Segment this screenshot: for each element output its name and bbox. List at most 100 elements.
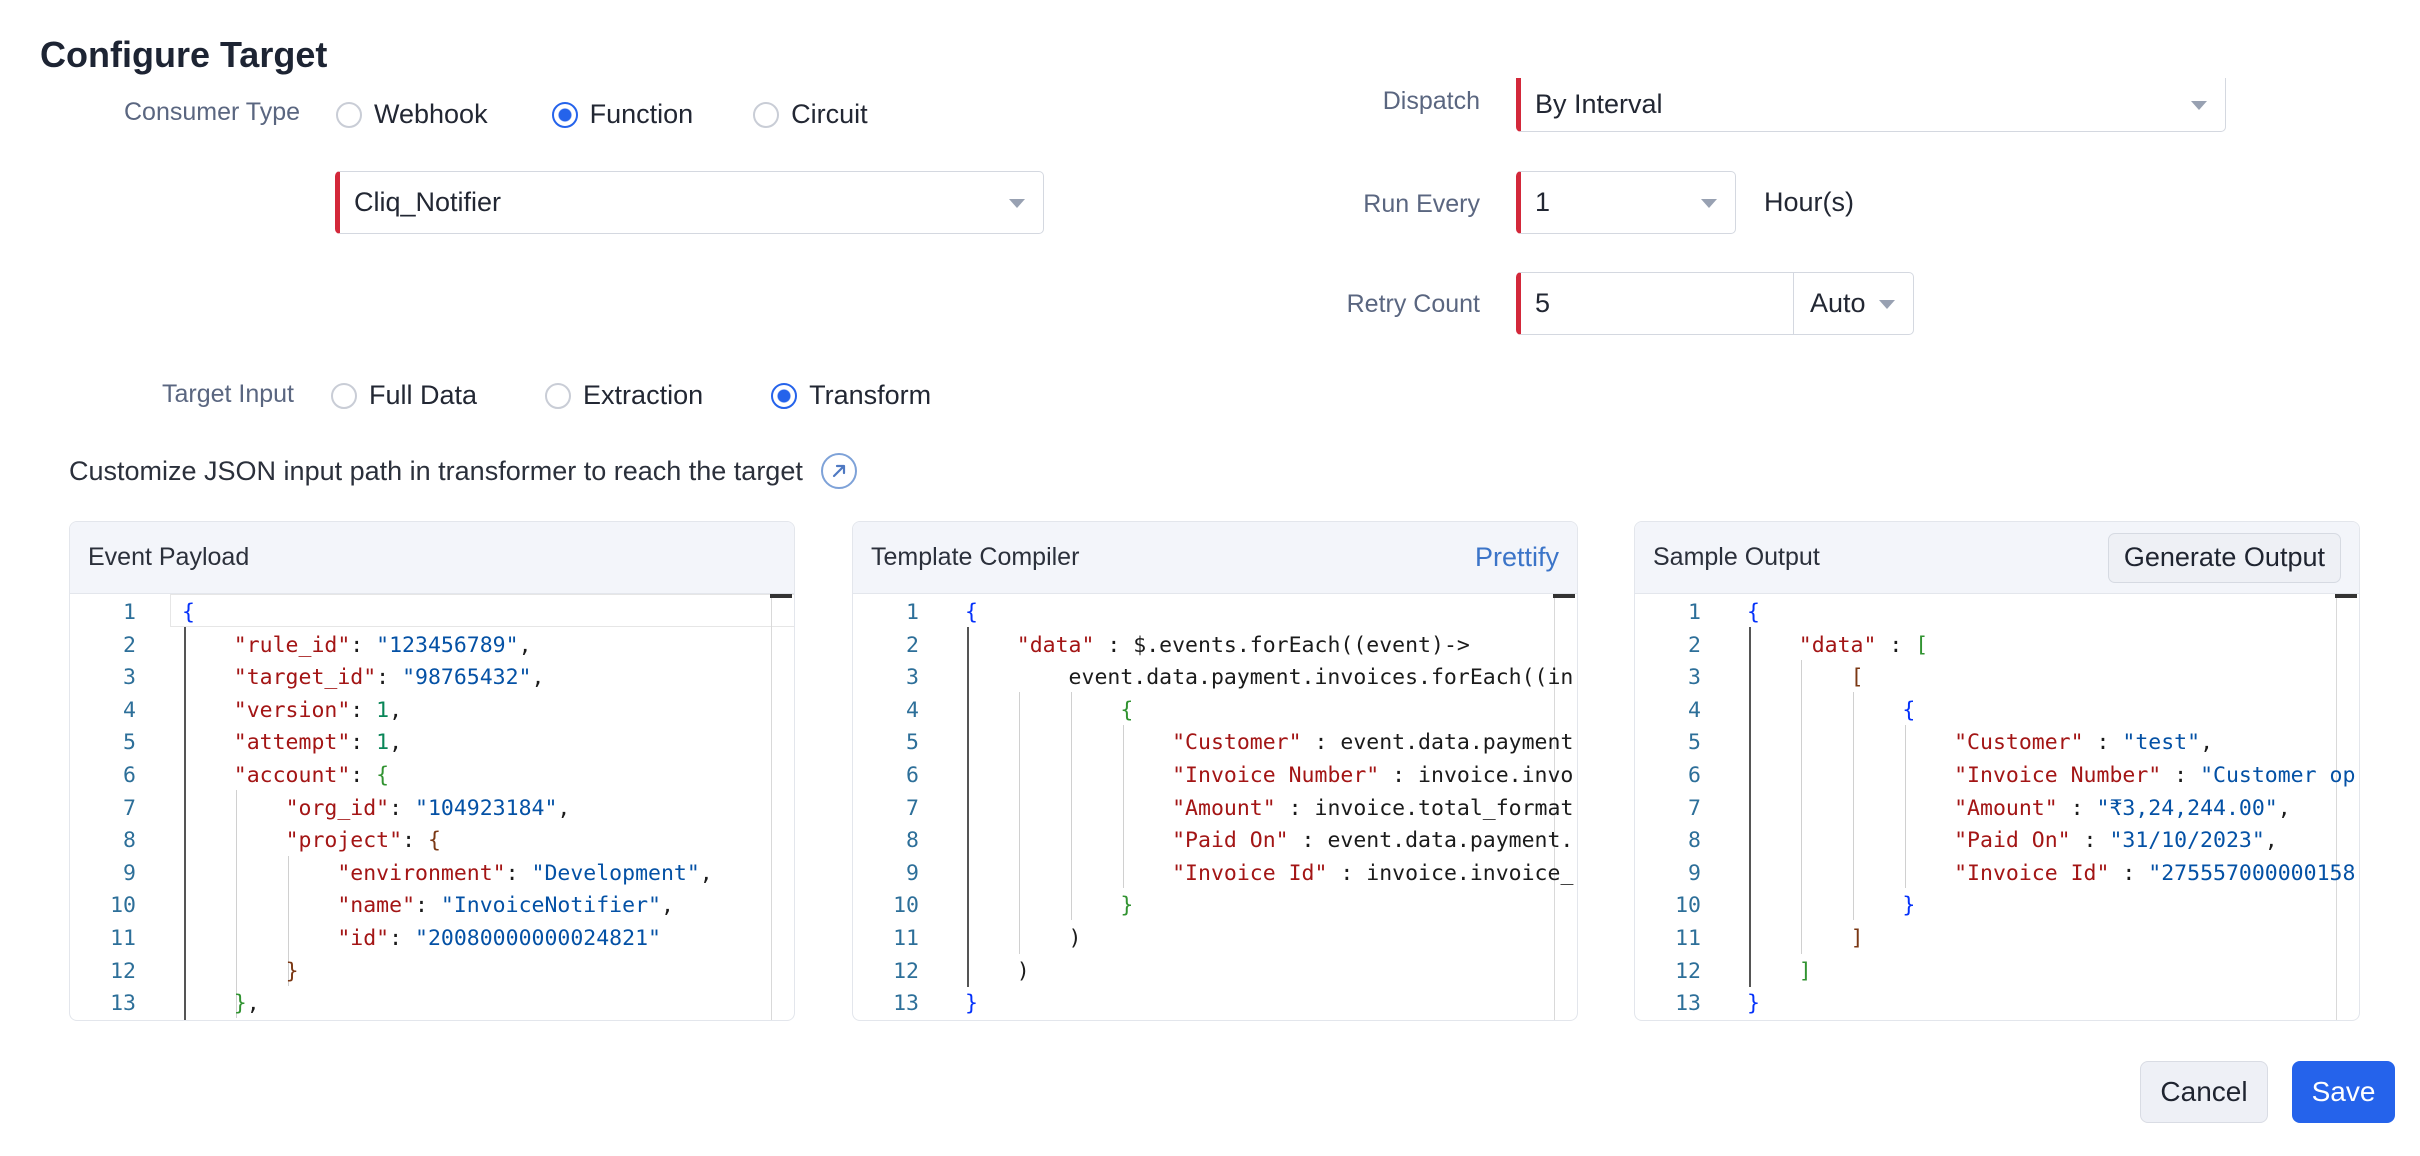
code-text: "Amount" : "₹3,24,244.00", bbox=[1954, 795, 2291, 821]
code-text: { bbox=[182, 600, 195, 625]
code-text: "Invoice Number" : invoice.invo bbox=[1172, 763, 1574, 788]
code-line: 11 ) bbox=[853, 923, 1577, 956]
scrollbar[interactable] bbox=[1554, 594, 1555, 1020]
target-input-transform[interactable]: Transform bbox=[771, 380, 931, 411]
code-line: 5 "Customer" : "test", bbox=[1635, 727, 2359, 760]
line-number: 11 bbox=[1675, 926, 1701, 951]
code-text: "name": "InvoiceNotifier", bbox=[337, 893, 674, 919]
panel-header: Sample Output Generate Output bbox=[1635, 522, 2359, 594]
radio-label: Circuit bbox=[791, 99, 868, 129]
target-input-extraction[interactable]: Extraction bbox=[545, 380, 703, 411]
radio-dot-transform bbox=[771, 382, 798, 409]
retry-count-input[interactable]: 5 bbox=[1516, 272, 1794, 335]
code-line: 7 "Amount" : "₹3,24,244.00", bbox=[1635, 793, 2359, 826]
arrow-up-right-glyph bbox=[832, 464, 845, 478]
radio-label: Webhook bbox=[374, 99, 488, 129]
line-number: 11 bbox=[893, 926, 919, 951]
line-number: 6 bbox=[1688, 763, 1701, 788]
line-number: 6 bbox=[123, 763, 136, 788]
chevron-down-icon bbox=[2191, 100, 2207, 110]
dispatch-select-value: By Interval bbox=[1535, 89, 1663, 119]
code-text: "Invoice Id" : "275557000000158 bbox=[1954, 860, 2356, 886]
code-text: } bbox=[1120, 893, 1134, 919]
sample-output-editor[interactable]: 1{2 "data" : [3 [4 {5 "Customer" : "test… bbox=[1635, 594, 2359, 1020]
code-line: 6 "Invoice Number" : "Customer op bbox=[1635, 760, 2359, 793]
hint-text: Customize JSON input path in transformer… bbox=[69, 455, 803, 486]
run-every-select[interactable]: 1 bbox=[1516, 171, 1736, 234]
radio-label: Full Data bbox=[369, 380, 478, 410]
consumer-type-webhook[interactable]: Webhook bbox=[336, 99, 488, 130]
indent-guide bbox=[288, 856, 289, 986]
code-line: 6 "Invoice Number" : invoice.invo bbox=[853, 760, 1577, 793]
scrollbar[interactable] bbox=[771, 594, 772, 1020]
panel-header: Template Compiler Prettify bbox=[853, 522, 1577, 594]
dispatch-label: Dispatch bbox=[1382, 87, 1480, 115]
code-text: { bbox=[1902, 697, 1916, 723]
line-number: 2 bbox=[906, 632, 919, 658]
code-text: "environment": "Development", bbox=[337, 860, 713, 886]
code-text: ) bbox=[965, 958, 1030, 984]
line-number: 8 bbox=[906, 828, 919, 854]
indent-guide bbox=[184, 627, 186, 1020]
code-text: { bbox=[965, 600, 978, 625]
target-input-group: Full Data Extraction Transform bbox=[331, 380, 991, 411]
code-text: "rule_id": "123456789", bbox=[233, 632, 532, 658]
line-number: 6 bbox=[906, 763, 919, 788]
line-number: 1 bbox=[1688, 600, 1701, 625]
current-line-highlight bbox=[170, 594, 794, 627]
code-text: "org_id": "104923184", bbox=[285, 795, 571, 821]
panel-title: Template Compiler bbox=[871, 543, 1080, 571]
code-line: 5 "attempt": 1, bbox=[70, 727, 794, 760]
generate-output-button[interactable]: Generate Output bbox=[2107, 532, 2341, 583]
scrollbar-thumb[interactable] bbox=[1553, 594, 1575, 598]
code-line: 8 "project": { bbox=[70, 825, 794, 858]
code-line: 10 } bbox=[1635, 890, 2359, 923]
target-input-full-data[interactable]: Full Data bbox=[331, 380, 477, 411]
arrow-up-right-icon[interactable] bbox=[820, 453, 857, 489]
event-payload-editor[interactable]: 1{2 "rule_id": "123456789",3 "target_id"… bbox=[70, 594, 794, 1020]
code-text: "project": { bbox=[285, 828, 441, 854]
code-line: 7 "org_id": "104923184", bbox=[70, 793, 794, 826]
consumer-type-function[interactable]: Function bbox=[551, 99, 693, 130]
line-number: 12 bbox=[110, 958, 136, 984]
code-text: "Paid On" : "31/10/2023", bbox=[1954, 828, 2278, 854]
retry-count-label: Retry Count bbox=[1346, 290, 1480, 318]
code-line: 7 "Amount" : invoice.total_format bbox=[853, 793, 1577, 826]
line-number: 11 bbox=[110, 926, 136, 951]
line-number: 10 bbox=[110, 893, 136, 919]
template-compiler-editor[interactable]: 1{2 "data" : $.events.forEach((event)->3… bbox=[853, 594, 1577, 1020]
code-line: 3 [ bbox=[1635, 662, 2359, 695]
panel-header: Event Payload bbox=[70, 522, 794, 594]
code-line: 11 "id": "20080000000024821" bbox=[70, 923, 794, 956]
scrollbar-thumb[interactable] bbox=[770, 594, 792, 598]
save-button[interactable]: Save bbox=[2292, 1061, 2395, 1123]
retry-mode-select[interactable]: Auto bbox=[1794, 272, 1914, 335]
panel-title: Event Payload bbox=[88, 543, 250, 571]
code-line: 4 { bbox=[1635, 695, 2359, 728]
cancel-button[interactable]: Cancel bbox=[2140, 1061, 2268, 1123]
indent-guide bbox=[1019, 692, 1020, 954]
consumer-type-group: Webhook Function Circuit bbox=[336, 99, 928, 130]
scrollbar[interactable] bbox=[2336, 594, 2337, 1020]
function-select[interactable]: Cliq_Notifier bbox=[335, 171, 1044, 234]
code-text: "data" : [ bbox=[1798, 632, 1929, 658]
line-number: 4 bbox=[123, 697, 136, 723]
consumer-type-circuit[interactable]: Circuit bbox=[753, 99, 868, 130]
code-line: 3 "target_id": "98765432", bbox=[70, 662, 794, 695]
code-line: 12 ) bbox=[853, 956, 1577, 989]
dispatch-select[interactable]: By Interval bbox=[1516, 78, 2226, 132]
line-number: 12 bbox=[1675, 958, 1701, 984]
line-number: 12 bbox=[893, 958, 919, 984]
line-number: 13 bbox=[1675, 991, 1701, 1017]
line-number: 7 bbox=[123, 795, 136, 821]
run-every-label: Run Every bbox=[1363, 190, 1480, 218]
scrollbar-thumb[interactable] bbox=[2335, 594, 2357, 598]
code-text: ) bbox=[965, 926, 1082, 951]
code-line: 1{ bbox=[1635, 597, 2359, 630]
event-payload-panel: Event Payload 1{2 "rule_id": "123456789"… bbox=[69, 521, 795, 1021]
line-number: 13 bbox=[110, 991, 136, 1017]
indent-guide bbox=[1905, 725, 1906, 888]
line-number: 8 bbox=[123, 828, 136, 854]
prettify-button[interactable]: Prettify bbox=[1474, 542, 1559, 572]
line-number: 5 bbox=[123, 730, 136, 756]
